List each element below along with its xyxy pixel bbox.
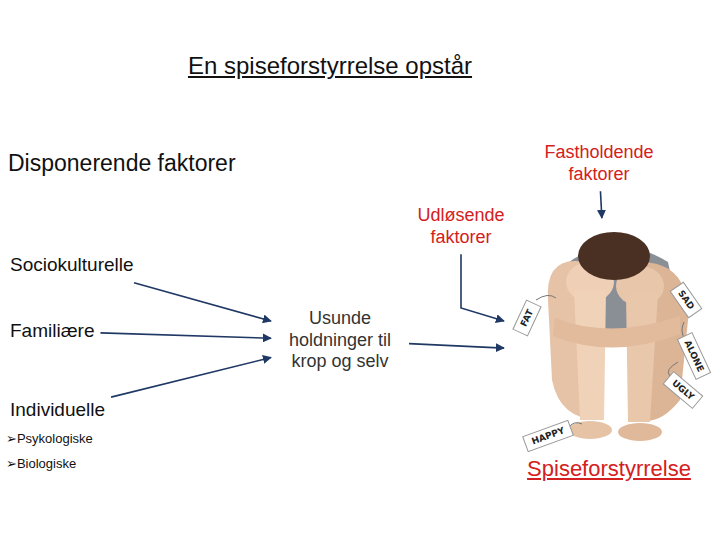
diagram-title: En spiseforstyrrelse opstår	[0, 52, 660, 80]
connector-arrow	[100, 333, 271, 338]
group-heading: Disponerende faktorer	[8, 150, 236, 176]
paper-tags	[513, 282, 711, 451]
node-text: Familiære	[10, 320, 94, 343]
sub-factor: ➢Psykologiske	[6, 432, 93, 447]
node-text: Usunde holdninger til krop og selv	[277, 308, 403, 373]
left-shin	[574, 290, 606, 420]
sub-factor: ➢Biologiske	[6, 457, 76, 472]
curled-person	[548, 232, 688, 441]
connector-arrow	[409, 344, 504, 348]
tag-word: UGLY	[670, 378, 696, 402]
left-foot	[568, 421, 612, 439]
connector-arrow	[111, 357, 271, 397]
maintaining-node: Fastholdende faktorer	[513, 140, 685, 187]
tag-word: SAD	[676, 288, 696, 311]
connector-arrow	[461, 254, 504, 321]
head-hair	[578, 232, 650, 280]
paper-tag	[670, 282, 701, 317]
paper-tag	[513, 300, 541, 336]
tag-string	[682, 322, 684, 338]
paper-tag	[523, 420, 574, 451]
node-text: Sociokulturelle	[10, 254, 134, 277]
right-shin	[626, 294, 658, 422]
factor-node: Individuelle	[8, 397, 107, 424]
right-foot	[618, 423, 662, 441]
tag-string	[536, 295, 556, 300]
tag-word: ALONE	[682, 339, 706, 374]
connector-arrow	[134, 283, 271, 321]
tag-word: HAPPY	[530, 425, 566, 446]
trigger-node: Udløsende faktorer	[400, 203, 522, 250]
tag-strings	[536, 288, 684, 428]
connector-arrow	[600, 191, 601, 218]
node-text: Fastholdende faktorer	[515, 142, 683, 185]
attitude-node: Usunde holdninger til krop og selv	[275, 306, 405, 375]
paper-tag	[663, 372, 702, 409]
factor-node: Sociokulturelle	[8, 252, 136, 279]
node-text: Individuelle	[10, 399, 105, 422]
paper-tag	[677, 333, 710, 380]
node-text: Udløsende faktorer	[402, 205, 520, 248]
tag-word: FAT	[519, 308, 536, 328]
arms	[553, 316, 680, 348]
factor-node: Familiære	[8, 318, 96, 345]
node-text: Spiseforstyrrelse	[510, 456, 708, 482]
